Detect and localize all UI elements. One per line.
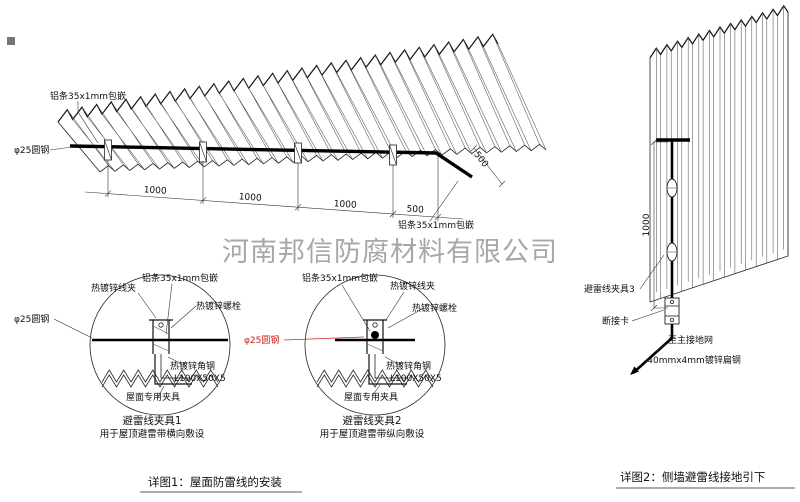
caption-detail2: 详图2：侧墙避雷线接地引下 [620,470,765,484]
detail-corrugation-profile [101,374,219,388]
detail1-label-roof-fixture: 屋面专用夹具 [126,391,180,403]
detail1-label-round-steel: φ25圆钢 [14,313,49,325]
detail1-circle [89,274,231,416]
detail-1-clamp-transverse: 热镀锌线夹 铝条35x1mm包嵌 热镀锌螺栓 φ25圆钢 热镀锌角钢 L100X… [14,272,241,440]
roof-wire-clamp [104,139,112,161]
roof-dim-1000: 1000 [143,185,167,197]
wall-label-to-ground: 至主接地网 [668,334,713,346]
caption-detail1: 详图1：屋面防雷线的安装 [148,475,282,489]
detail2-label-wire-clip: 热镀锌线夹 [390,280,435,292]
roof-edge-dimension [470,144,506,188]
scan-artifact [7,37,15,45]
wall-label-disconnect: 断接卡 [602,315,629,327]
detail2-subtitle: 用于屋顶避雷带纵向敷设 [320,428,425,440]
detail1-label-wire-clip: 热镀锌线夹 [91,282,136,294]
roof-dim-500: 500 [406,204,424,215]
roof-label-strip-left: 铝条35x1mm包嵌 [50,90,126,102]
detail1-roof-profile [101,369,219,388]
detail1-label-bolt: 热镀锌螺栓 [196,300,241,312]
roof-dim-edge-500: 500 [471,150,490,170]
roof-ridge-lines [67,34,547,172]
detail2-label-round-steel: φ25圆钢 [244,334,279,346]
roof-lightning-wire [69,144,473,179]
detail2-red-leader [283,336,365,341]
wall-down-lead-view: 1000 避雷线夹具3 断接卡 至主接地网 -40mmx4mm镀锌扁钢 [584,4,789,375]
detail2-label-roof-fixture: 屋面专用夹具 [344,391,398,403]
detail1-clamp-symbol [149,319,173,354]
wall-dim-1000: 1000 [642,213,652,236]
roof-dim-1000: 1000 [333,199,357,211]
disconnect-card-symbol [664,297,680,325]
detail2-angle-steel-symbol [368,354,407,385]
wall-label-clamp3: 避雷线夹具3 [584,283,635,295]
roof-extension-lines [107,156,439,221]
wall-top-edge-profile [649,4,789,59]
detail-corrugation-profile [316,369,434,383]
roof-dimension-line [84,191,464,220]
detail2-roof-profile [316,369,434,388]
detail-2-clamp-longitudinal: 铝条35x1mm包嵌 热镀锌线夹 热镀锌螺栓 φ25圆钢 热镀锌角钢 L100X… [244,272,457,440]
roof-wire-clamp [199,141,207,163]
detail2-label-angle-spec: L100X50X5 [390,374,442,384]
wall-leader-lines [631,254,667,352]
detail2-title: 避雷线夹具2 [342,414,401,427]
ground-arrow-icon [630,366,639,375]
wall-label-flat-steel: -40mmx4mm镀锌扁钢 [644,354,741,366]
detail2-round-steel-section [371,331,379,339]
detail-corrugation-profile [316,374,434,388]
wall-down-lead-wire [632,140,674,374]
roof-leader-lines [49,101,459,222]
wall-corrugated-sheet [649,4,789,303]
wall-dimension-line [650,138,668,312]
detail1-title: 避雷线夹具1 [122,414,181,427]
roof-isometric-view: 铝条35x1mm包嵌 φ25圆钢 铝条35x1mm包嵌 1000 1000 10… [14,33,547,231]
detail2-leader-lines [341,284,425,397]
wall-outline [649,12,789,303]
roof-wire-clamp [389,144,397,166]
detail-corrugation-profile [101,369,219,383]
detail1-label-angle-steel: 热镀锌角钢 [170,360,215,372]
detail1-subtitle: 用于屋顶避雷带横向敷设 [100,428,205,440]
detail2-label-angle-steel: 热镀锌角钢 [386,360,431,372]
captions: 详图1：屋面防雷线的安装 详图2：侧墙避雷线接地引下 [140,470,795,493]
detail2-circle [304,274,446,416]
roof-wire-clamp [294,142,302,164]
wall-ridge-lines [656,5,789,299]
detail2-label-bolt: 热镀锌螺栓 [412,302,457,314]
roof-dimension-ticks [104,190,442,221]
detail1-label-strip: 铝条35x1mm包嵌 [142,272,218,284]
company-watermark: 河南邦信防腐材料有限公司 [222,237,558,268]
detail1-leader-lines [53,283,197,398]
roof-label-round-steel: φ25圆钢 [14,144,49,156]
roof-dim-1000: 1000 [238,192,262,204]
detail2-label-strip: 铝条35x1mm包嵌 [302,272,378,284]
detail1-label-angle-spec: L100X50X5 [174,374,226,384]
roof-label-strip-right: 铝条35x1mm包嵌 [398,219,474,231]
detail1-angle-steel-symbol [154,354,192,385]
